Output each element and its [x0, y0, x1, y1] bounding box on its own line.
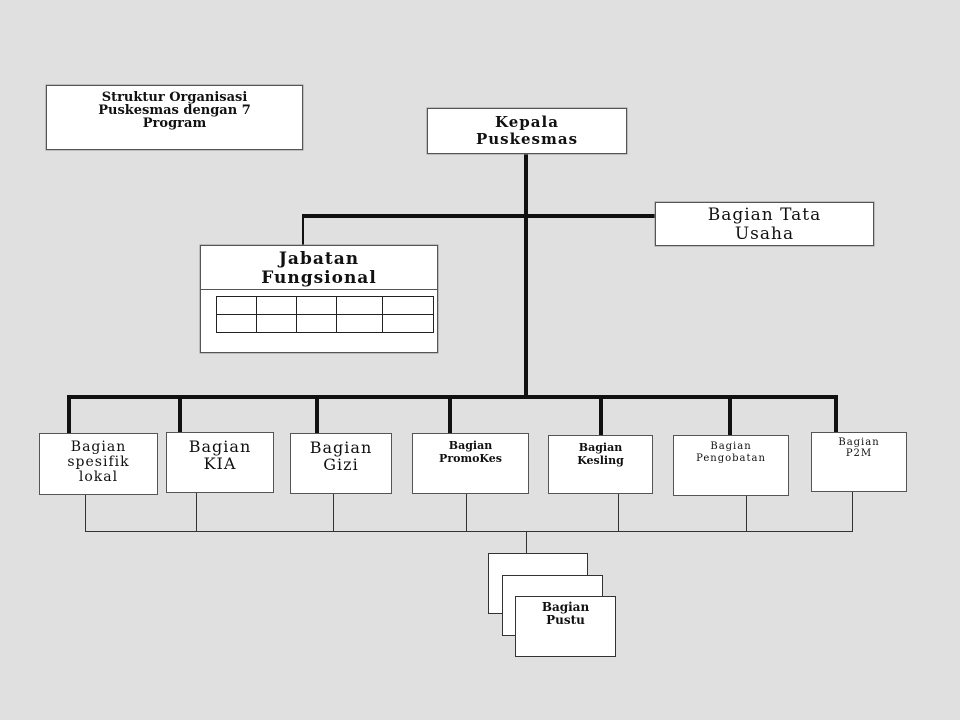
program-label: Bagian P2M [838, 437, 880, 459]
admin-box: Bagian Tata Usaha [655, 202, 874, 246]
program-label: Bagian PromoKes [439, 439, 502, 465]
grid-cell [382, 296, 434, 315]
pustu-drop-line [526, 531, 527, 553]
grid-cell [216, 314, 257, 333]
functional-header: Jabatan Fungsional [201, 246, 437, 290]
program-box-kia: Bagian KIA [166, 432, 274, 493]
program-label: Bagian KIA [188, 437, 252, 473]
pustu-label: Bagian Pustu [541, 600, 590, 627]
staff-drop-line [302, 214, 304, 245]
sub-drop-2 [196, 493, 197, 531]
functional-box: Jabatan Fungsional [200, 245, 438, 353]
grid-cell [382, 314, 434, 333]
program-box-promokes: Bagian PromoKes [412, 433, 529, 494]
grid-cell [256, 314, 297, 333]
program-box-spesifik-lokal: Bagian spesifik lokal [39, 433, 158, 495]
grid-cell [336, 296, 383, 315]
program-drop-4 [448, 395, 452, 433]
program-drop-7 [834, 395, 838, 432]
head-box: Kepala Puskesmas [427, 108, 627, 154]
grid-cell [296, 314, 337, 333]
program-box-p2m: Bagian P2M [811, 432, 907, 492]
program-drop-1 [67, 395, 71, 433]
pustu-box: Bagian Pustu [515, 596, 616, 657]
program-drop-3 [315, 395, 319, 433]
program-bus-line [67, 395, 838, 399]
chart-title: Struktur Organisasi Puskesmas dengan 7 P… [98, 90, 251, 131]
program-label: Bagian Kesling [577, 441, 624, 467]
sub-drop-7 [852, 492, 853, 531]
program-drop-2 [178, 395, 182, 432]
sub-drop-1 [85, 495, 86, 531]
sub-drop-4 [466, 494, 467, 531]
title-box: Struktur Organisasi Puskesmas dengan 7 P… [46, 85, 303, 150]
functional-grid [216, 296, 434, 333]
grid-cell [336, 314, 383, 333]
trunk-line [524, 154, 528, 398]
program-label: Bagian Gizi [309, 438, 373, 474]
head-label: Kepala Puskesmas [475, 113, 579, 148]
functional-label: Jabatan Fungsional [261, 249, 377, 288]
staff-line [302, 214, 655, 218]
sub-drop-6 [746, 496, 747, 531]
grid-cell [296, 296, 337, 315]
program-label: Bagian Pengobatan [696, 441, 766, 464]
sub-drop-3 [333, 494, 334, 531]
program-box-pengobatan: Bagian Pengobatan [673, 435, 789, 496]
grid-cell [256, 296, 297, 315]
program-box-gizi: Bagian Gizi [290, 433, 392, 494]
program-drop-5 [599, 395, 603, 435]
sub-drop-5 [618, 494, 619, 531]
program-label: Bagian spesifik lokal [67, 439, 130, 485]
sub-bus-line [85, 531, 853, 532]
program-box-kesling: Bagian Kesling [548, 435, 653, 494]
admin-label: Bagian Tata Usaha [707, 205, 822, 244]
grid-cell [216, 296, 257, 315]
program-drop-6 [728, 395, 732, 435]
